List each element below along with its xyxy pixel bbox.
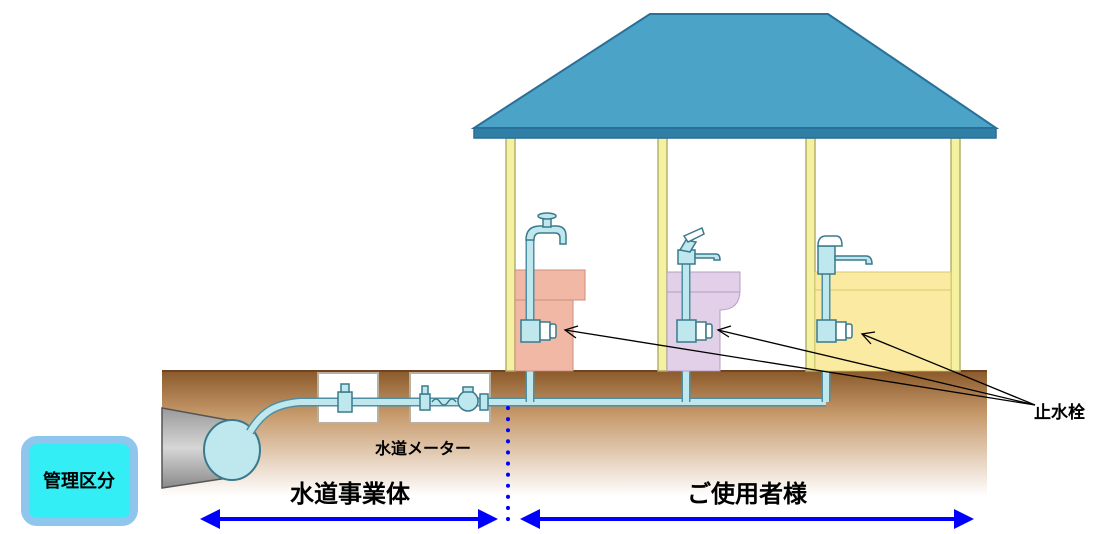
water-utility-label: 水道事業体 [290, 480, 411, 508]
utility-range-arrow [200, 509, 498, 529]
house-roof [470, 13, 1000, 139]
stop-valve-middle [676, 319, 713, 343]
customer-label: ご使用者様 [687, 480, 808, 508]
stop-valve-left [520, 319, 557, 343]
management-division-label: 管理区分 [43, 470, 115, 492]
faucet-middle [677, 226, 721, 265]
distribution-main-pipe [161, 407, 261, 489]
stop-valve-callout-lines [563, 325, 1036, 406]
faucet-right [817, 235, 873, 275]
water-meter-fitting [419, 385, 489, 412]
gate-valve [337, 383, 353, 413]
ground-soil [162, 371, 987, 496]
customer-range-arrow [520, 509, 974, 529]
management-division-badge [21, 436, 138, 526]
faucet-left [525, 212, 567, 245]
stop-valve-right [816, 319, 853, 343]
stop-valve-label: 止水栓 [1034, 402, 1085, 423]
water-meter-label: 水道メーター [375, 439, 471, 458]
